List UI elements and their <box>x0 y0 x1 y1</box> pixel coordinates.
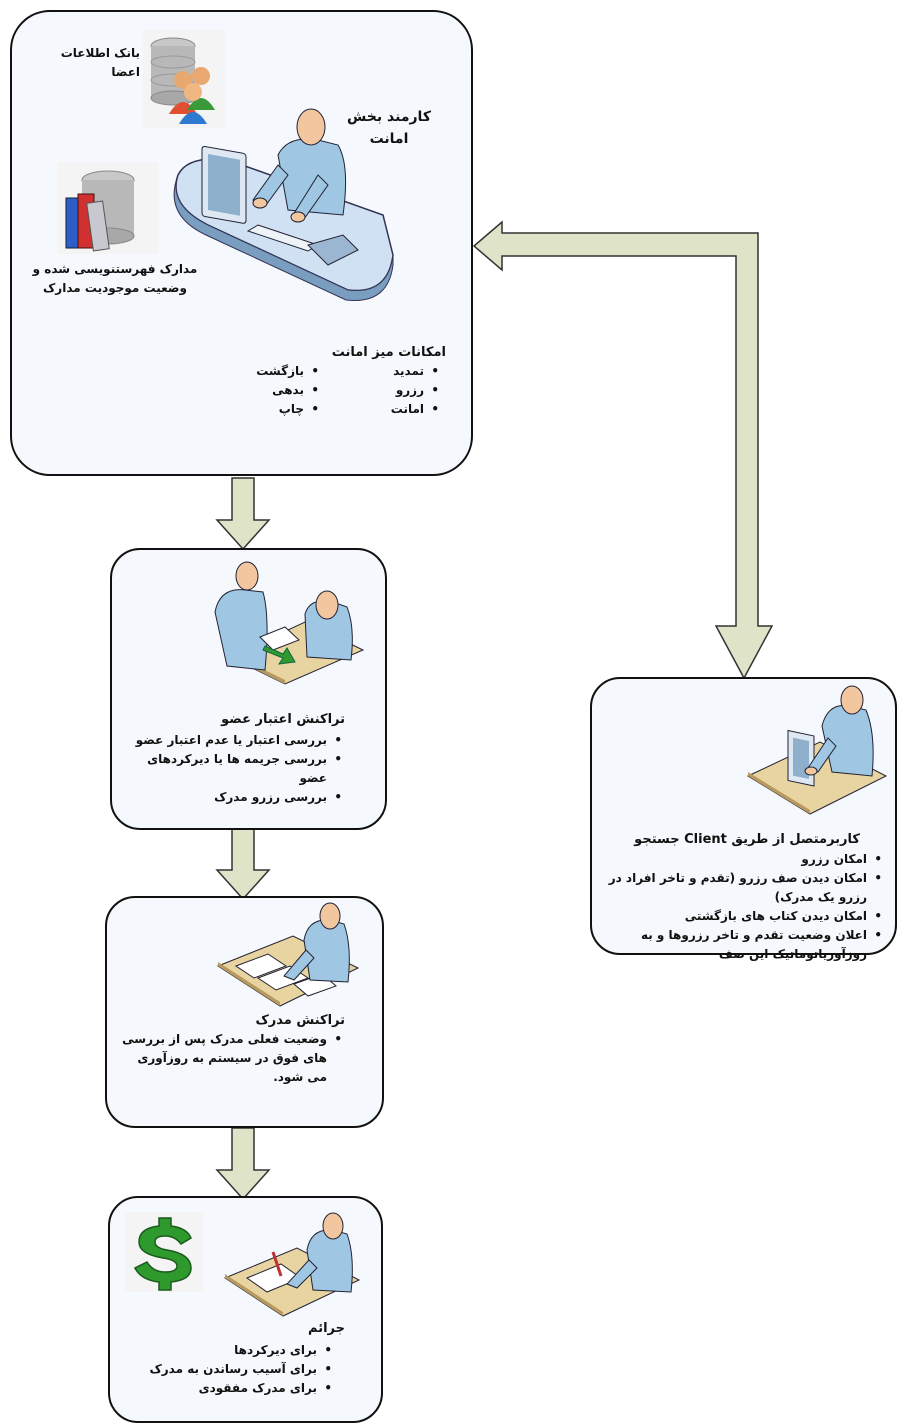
feature-item: رزرو <box>340 381 439 400</box>
catalog-books-icon <box>58 162 158 254</box>
member-transaction-title: تراکنش اعتبار عضو <box>221 712 345 727</box>
document-transaction-illustration <box>216 902 360 1007</box>
fines-illustration <box>223 1212 361 1317</box>
feature-item: امانت <box>340 400 439 419</box>
feature-item: بدهی <box>230 381 319 400</box>
list-item: برای آسیب رساندن به مدرک <box>120 1360 332 1379</box>
down-arrow <box>215 827 271 901</box>
staff-label: کارمند بخش امانت <box>347 109 431 147</box>
feature-item: چاپ <box>230 400 319 419</box>
catalog-label: مدارک فهرستنویسی شده و وضعیت موجودیت مدا… <box>32 262 198 295</box>
circulation-staff-illustration <box>173 108 394 302</box>
list-item: امکان رزرو <box>600 850 882 869</box>
document-transaction-title: تراکنش مدرک <box>255 1013 345 1028</box>
member-transaction-illustration <box>214 561 365 685</box>
list-item: بررسی اعتبار یا عدم اعتبار عضو <box>130 731 342 750</box>
list-item: برای مدرک مفقودی <box>120 1379 332 1398</box>
list-item: بررسی رزرو مدرک <box>130 788 342 807</box>
fines-title: جرائم <box>308 1321 345 1336</box>
list-item: برای دیرکردها <box>120 1341 332 1360</box>
features-left-list: بازگشت بدهی چاپ <box>230 362 322 419</box>
dollar-sign-icon <box>125 1212 203 1292</box>
list-item: بررسی جریمه ها یا دیرکردهای عضو <box>130 750 342 788</box>
list-item: اعلان وضعیت تقدم و تاخر رزروها و به روزآ… <box>600 926 882 964</box>
bidirectional-connector-arrow <box>472 220 774 680</box>
list-item: امکان دیدن صف رزرو (تقدم و تاخر افراد در… <box>600 869 882 907</box>
member-transaction-list: بررسی اعتبار یا عدم اعتبار عضو بررسی جری… <box>130 731 345 807</box>
feature-item: تمدید <box>340 362 439 381</box>
list-item: امکان دیدن کتاب های بازگشتی <box>600 907 882 926</box>
members-db-label: بانک اطلاعات اعضا <box>60 46 140 79</box>
fines-list: برای دیرکردها برای آسیب رساندن به مدرک ب… <box>120 1341 335 1398</box>
features-right-list: تمدید رزرو امانت <box>340 362 442 419</box>
members-database-icon <box>143 30 225 128</box>
document-transaction-list: وضعیت فعلی مدرک پس از بررسی های فوق در س… <box>115 1030 345 1087</box>
list-item: وضعیت فعلی مدرک پس از بررسی های فوق در س… <box>115 1030 342 1087</box>
client-title: کاربرمتصل از طریق Client جستجو <box>634 832 860 847</box>
down-arrow <box>215 477 271 551</box>
client-user-illustration <box>746 685 888 815</box>
down-arrow <box>215 1127 271 1201</box>
features-title: امکانات میز امانت <box>331 345 446 360</box>
feature-item: بازگشت <box>230 362 319 381</box>
client-features-list: امکان رزرو امکان دیدن صف رزرو (تقدم و تا… <box>600 850 885 964</box>
